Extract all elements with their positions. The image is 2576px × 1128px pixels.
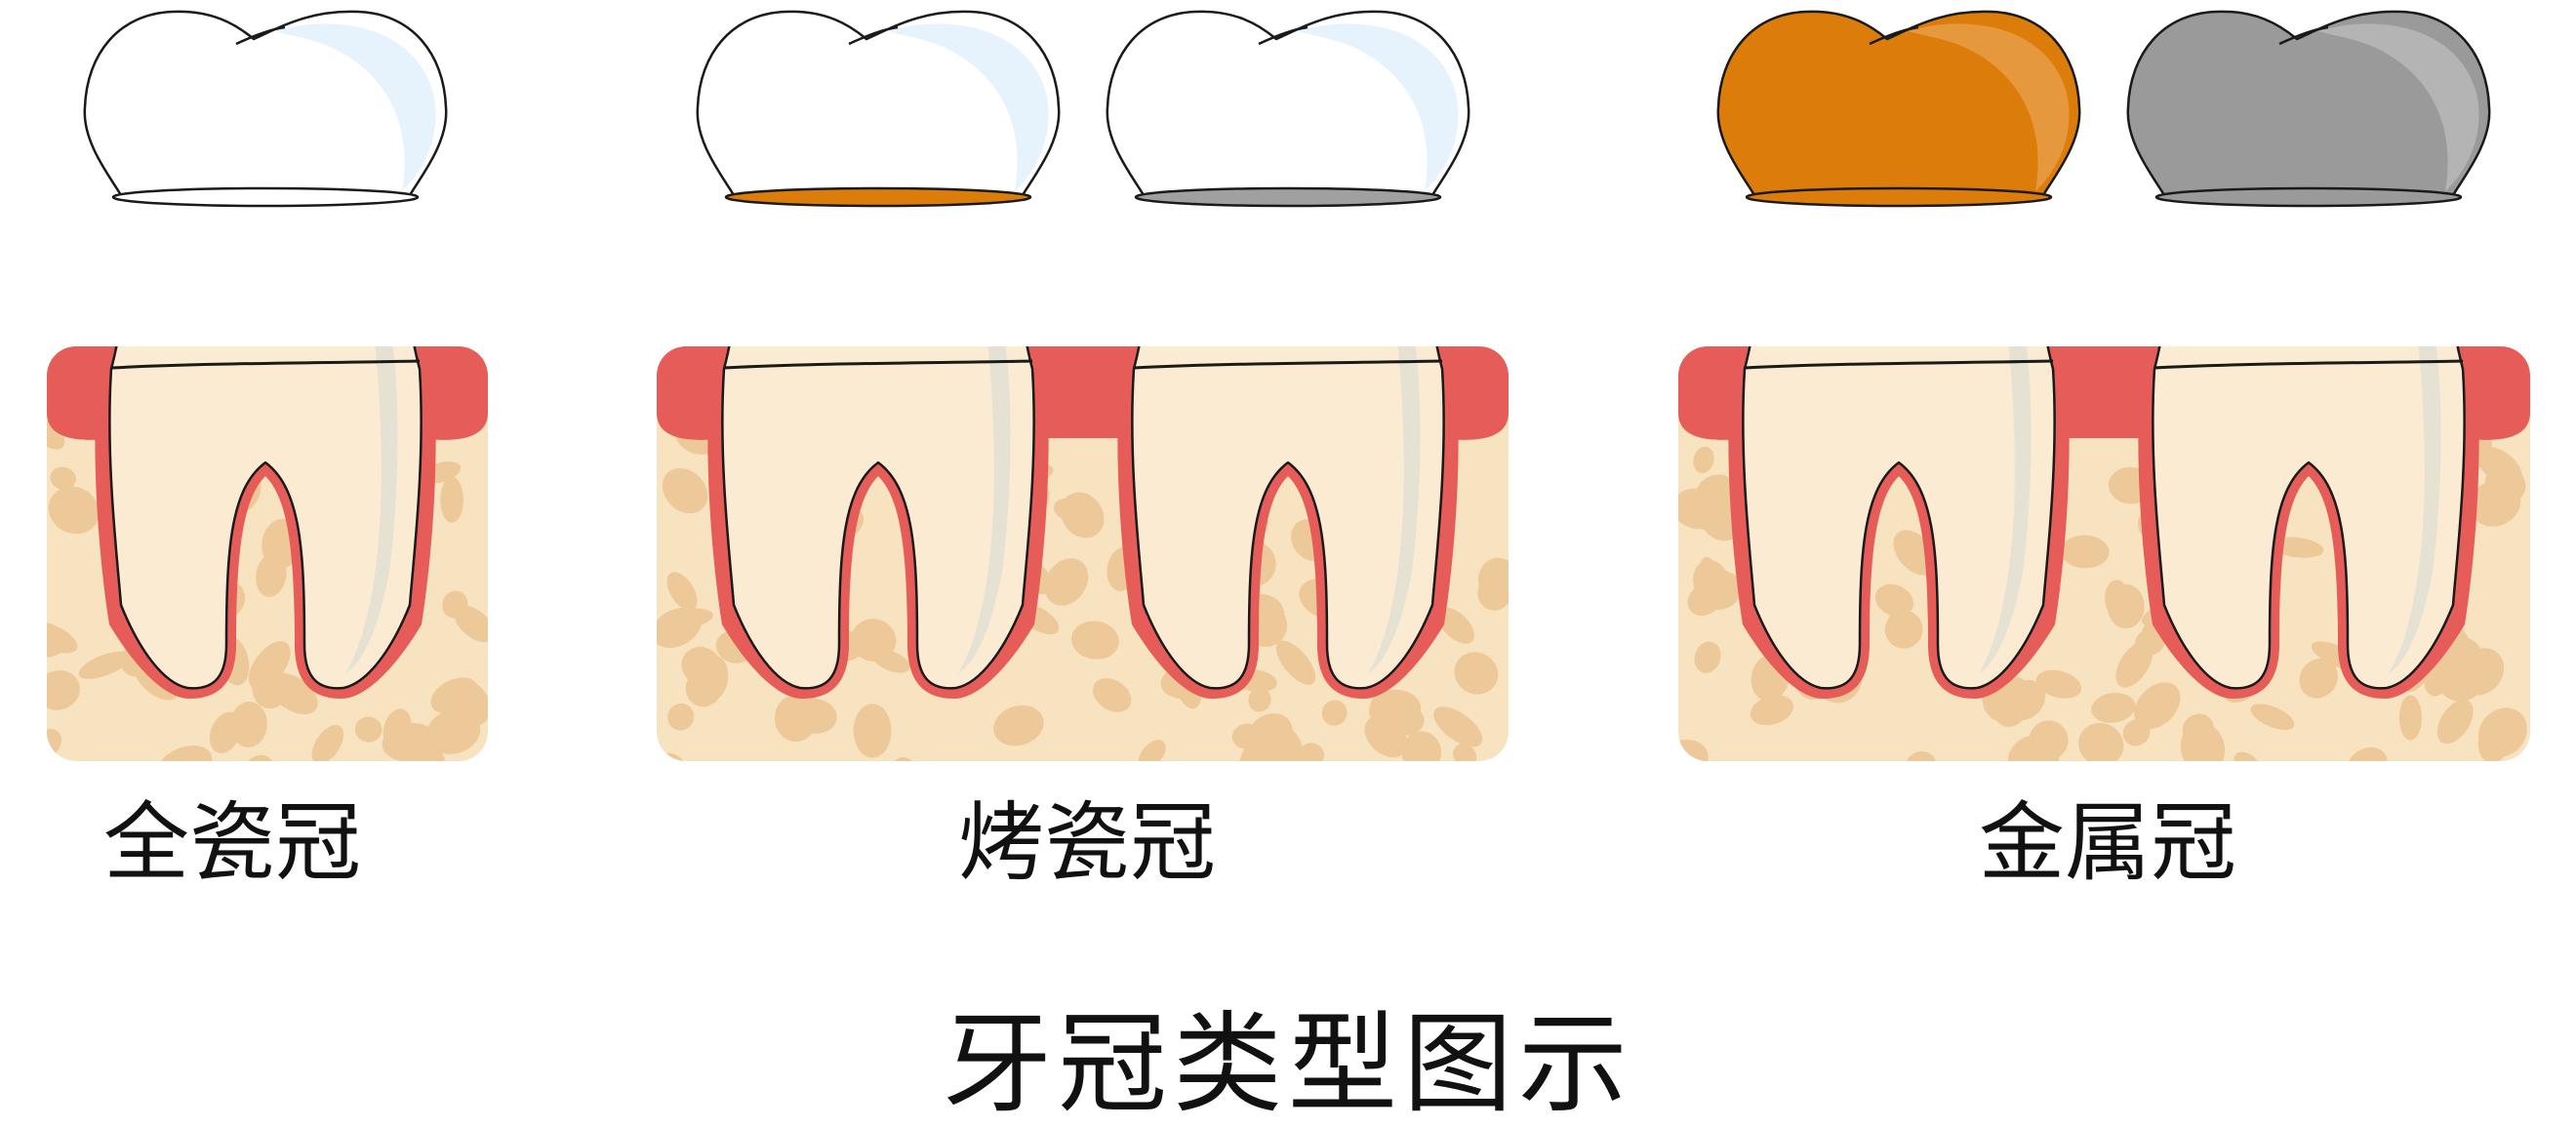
tooth-shade: [1368, 346, 1421, 673]
tooth-1: [95, 346, 436, 699]
gold-crown: [1716, 10, 2081, 208]
porcelain-fused-gold-crown: [696, 10, 1061, 208]
tooth-2: [2138, 346, 2479, 699]
preparation-margin: [1133, 359, 1443, 370]
crowns: [83, 10, 2491, 208]
tooth-shade: [345, 346, 398, 673]
tooth-shade: [2389, 346, 2441, 673]
label-all-ceramic-crown: 全瓷冠: [103, 792, 362, 893]
crown-margin-rim: [724, 186, 1032, 208]
crown-highlight: [888, 23, 1049, 192]
metal-crown: [2126, 10, 2491, 208]
preparation-margin: [1744, 359, 2054, 370]
label-metal-crown: 金属冠: [1979, 792, 2237, 893]
crown-highlight: [275, 23, 436, 192]
jaw-section-1: [47, 346, 488, 761]
crown-margin-rim: [111, 186, 420, 208]
crown-groove: [235, 25, 286, 46]
crown-highlight: [1298, 23, 1459, 192]
crown-groove: [1869, 25, 1919, 46]
jaw-sections: [47, 346, 2530, 761]
tooth-1: [707, 346, 1049, 699]
crown-highlight: [2318, 23, 2479, 192]
porcelain-fused-metal-crown: [1106, 10, 1470, 208]
crown-groove: [2278, 25, 2329, 46]
crown-highlight: [1909, 23, 2070, 192]
tooth-shade: [1979, 346, 2032, 673]
crown-margin-rim: [1745, 186, 2053, 208]
tooth-shade: [958, 346, 1011, 673]
jaw-section-2: [657, 346, 1509, 761]
tooth-2: [1117, 346, 1459, 699]
tooth-1: [1728, 346, 2070, 699]
all-ceramic-crown: [83, 10, 448, 208]
preparation-margin: [110, 359, 421, 370]
jaw-section-3: [1678, 346, 2530, 761]
crown-margin-rim: [2154, 186, 2463, 208]
crown-margin-rim: [1134, 186, 1442, 208]
preparation-margin: [723, 359, 1033, 370]
label-porcelain-fused-crown: 烤瓷冠: [958, 792, 1217, 893]
diagram-title: 牙冠类型图示: [943, 1001, 1633, 1128]
preparation-margin: [2153, 359, 2464, 370]
crown-groove: [848, 25, 899, 46]
crown-groove: [1258, 25, 1308, 46]
